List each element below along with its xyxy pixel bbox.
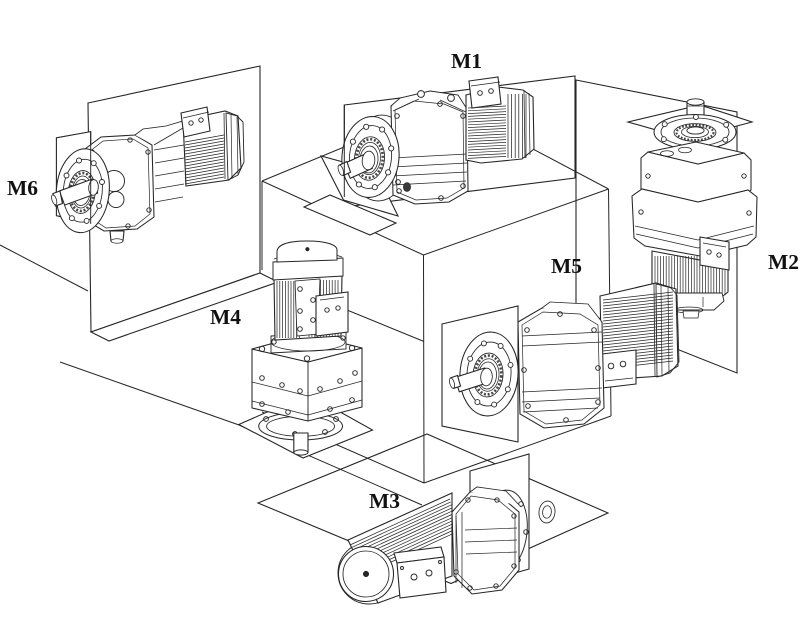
svg-text:M4: M4 <box>210 305 241 329</box>
svg-text:M5: M5 <box>551 254 582 278</box>
svg-text:M6: M6 <box>7 176 38 200</box>
svg-text:M2: M2 <box>768 250 799 274</box>
svg-text:M1: M1 <box>451 49 482 73</box>
svg-text:M3: M3 <box>369 489 400 513</box>
